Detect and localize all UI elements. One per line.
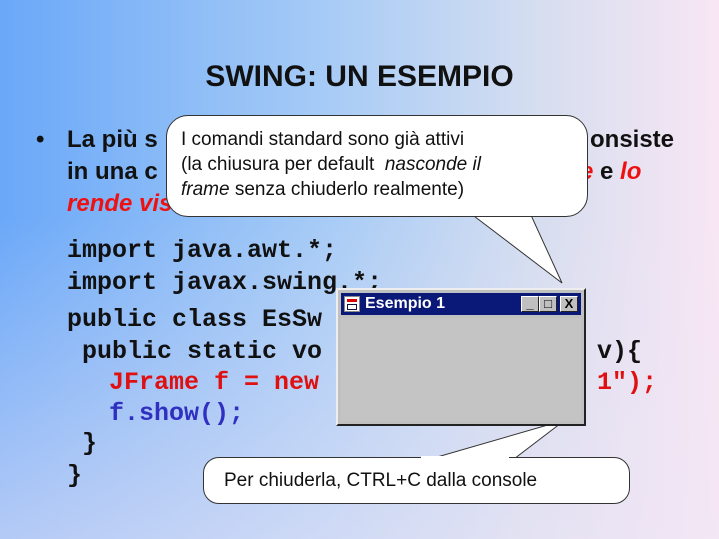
code-line-5-right: 1");: [597, 368, 658, 397]
java-cup-icon: [344, 296, 360, 312]
bullet-connector: e: [593, 158, 621, 185]
code-line-8: }: [67, 461, 83, 490]
window-title: Esempio 1: [365, 295, 446, 312]
code-line-4-left: public static vo: [67, 337, 323, 366]
bullet-text-line1-left: La più s: [67, 126, 158, 153]
callout-top-line3-b: senza chiuderlo realmente): [229, 179, 465, 200]
callout-top-line2-emph: nasconde il: [384, 154, 481, 175]
callout-top: I comandi standard sono già attivi (la c…: [166, 115, 588, 217]
maximize-button[interactable]: □: [539, 296, 557, 312]
window-content: [341, 318, 581, 421]
code-line-1: import java.awt.*;: [67, 236, 338, 265]
bullet-text-line1-right: onsiste: [590, 126, 675, 153]
bullet-text-line2-left: in una c: [67, 158, 158, 185]
swing-window[interactable]: Esempio 1 _ □ X: [336, 288, 586, 426]
window-titlebar[interactable]: Esempio 1 _ □ X: [341, 293, 581, 315]
bullet-emph-2: lo: [620, 158, 642, 185]
callout-top-line3: frame senza chiuderlo realmente): [181, 177, 464, 202]
close-button[interactable]: X: [560, 296, 578, 312]
callout-top-line1: I comandi standard sono già attivi: [181, 129, 465, 150]
callout-top-line2: (la chiusura per default nasconde il: [181, 152, 481, 177]
code-line-3: public class EsSw: [67, 305, 323, 334]
callout-bottom-text: Per chiuderla, CTRL+C dalla console: [224, 470, 538, 491]
code-line-5-left: JFrame f = new: [109, 368, 320, 397]
slide-title: SWING: UN ESEMPIO: [205, 60, 514, 93]
callout-top-line3-emph: frame: [181, 179, 230, 200]
code-line-7: }: [67, 429, 98, 458]
code-line-6: f.show();: [109, 399, 245, 428]
code-line-4-right: v){: [597, 337, 643, 366]
callout-top-line2-a: (la chiusura per default: [181, 154, 385, 175]
minimize-button[interactable]: _: [521, 296, 539, 312]
callout-bottom: Per chiuderla, CTRL+C dalla console: [203, 457, 630, 504]
bullet-icon: •: [36, 126, 45, 153]
